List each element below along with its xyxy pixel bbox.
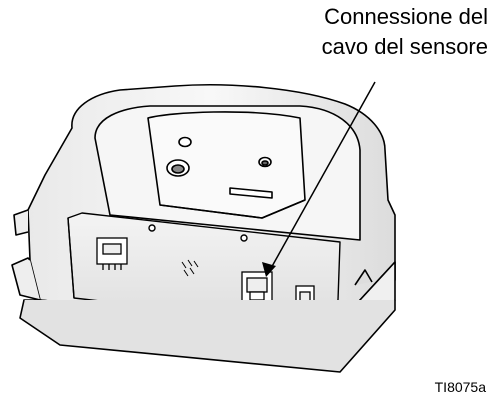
callout-line-1: Connessione del: [324, 4, 488, 29]
housing-front-rim: [19, 261, 396, 373]
callout-arrow: [262, 81, 376, 277]
left-connector: [96, 237, 128, 270]
sensor-cable-callout: Connessione del cavo del sensore: [248, 2, 488, 62]
callout-line-2: cavo del sensore: [321, 34, 488, 59]
figure-id: TI8075a: [434, 379, 486, 395]
